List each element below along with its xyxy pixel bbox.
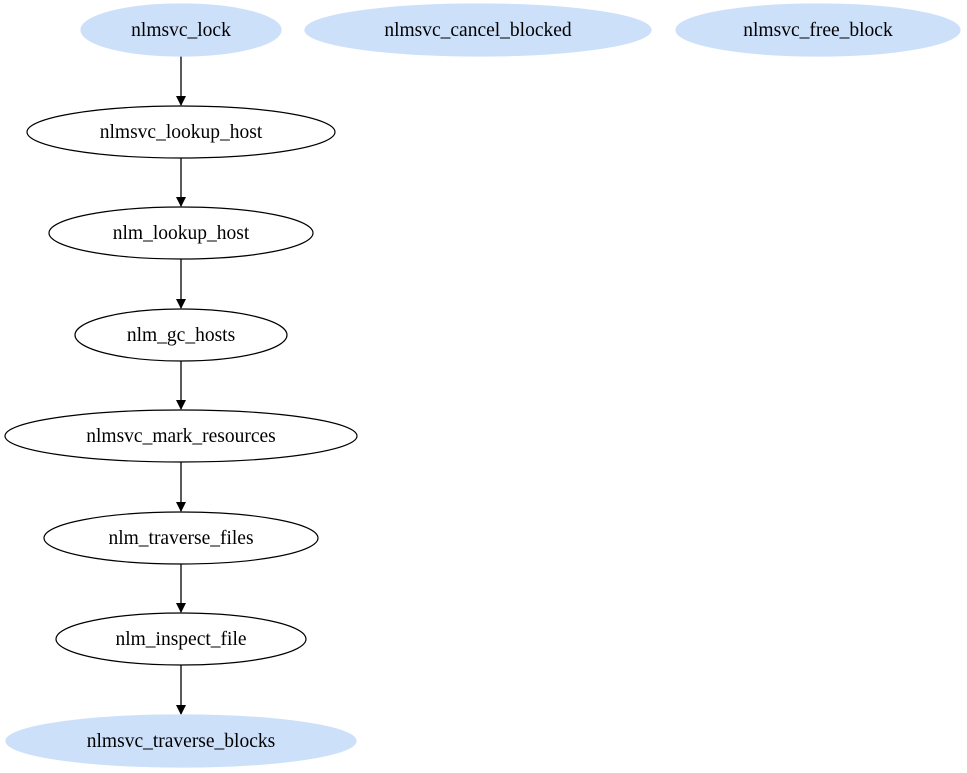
node-n_cancel_blocked: nlmsvc_cancel_blocked <box>304 3 652 57</box>
node-shape <box>55 612 307 666</box>
node-n_inspect_file: nlm_inspect_file <box>55 612 307 666</box>
node-n_nlm_lookup_host: nlm_lookup_host <box>48 206 314 260</box>
node-shape <box>675 3 961 57</box>
node-label: nlm_lookup_host <box>113 223 250 244</box>
node-n_lock: nlmsvc_lock <box>80 3 282 57</box>
node-n_gc_hosts: nlm_gc_hosts <box>74 308 288 362</box>
node-n_traverse_blocks: nlmsvc_traverse_blocks <box>5 714 357 768</box>
node-shape <box>48 206 314 260</box>
node-label: nlmsvc_mark_resources <box>86 426 276 447</box>
node-shape <box>304 3 652 57</box>
node-label: nlmsvc_cancel_blocked <box>384 20 572 41</box>
node-label: nlm_inspect_file <box>115 629 246 650</box>
nodes-layer: nlmsvc_lock nlmsvc_cancel_blocked nlmsvc_f… <box>4 3 961 768</box>
node-label: nlmsvc_traverse_blocks <box>87 731 275 752</box>
node-label: nlmsvc_lookup_host <box>100 122 263 143</box>
node-label: nlmsvc_free_block <box>743 20 893 41</box>
node-shape <box>74 308 288 362</box>
node-label: nlmsvc_lock <box>131 20 231 41</box>
node-n_traverse_files: nlm_traverse_files <box>43 511 319 565</box>
node-label: nlm_traverse_files <box>108 528 253 549</box>
node-n_free_block: nlmsvc_free_block <box>675 3 961 57</box>
node-shape <box>26 105 336 159</box>
node-shape <box>80 3 282 57</box>
node-label: nlm_gc_hosts <box>127 325 235 346</box>
node-n_lookup_host: nlmsvc_lookup_host <box>26 105 336 159</box>
node-shape <box>5 714 357 768</box>
node-shape <box>43 511 319 565</box>
node-shape <box>4 409 358 463</box>
node-n_mark_resources: nlmsvc_mark_resources <box>4 409 358 463</box>
